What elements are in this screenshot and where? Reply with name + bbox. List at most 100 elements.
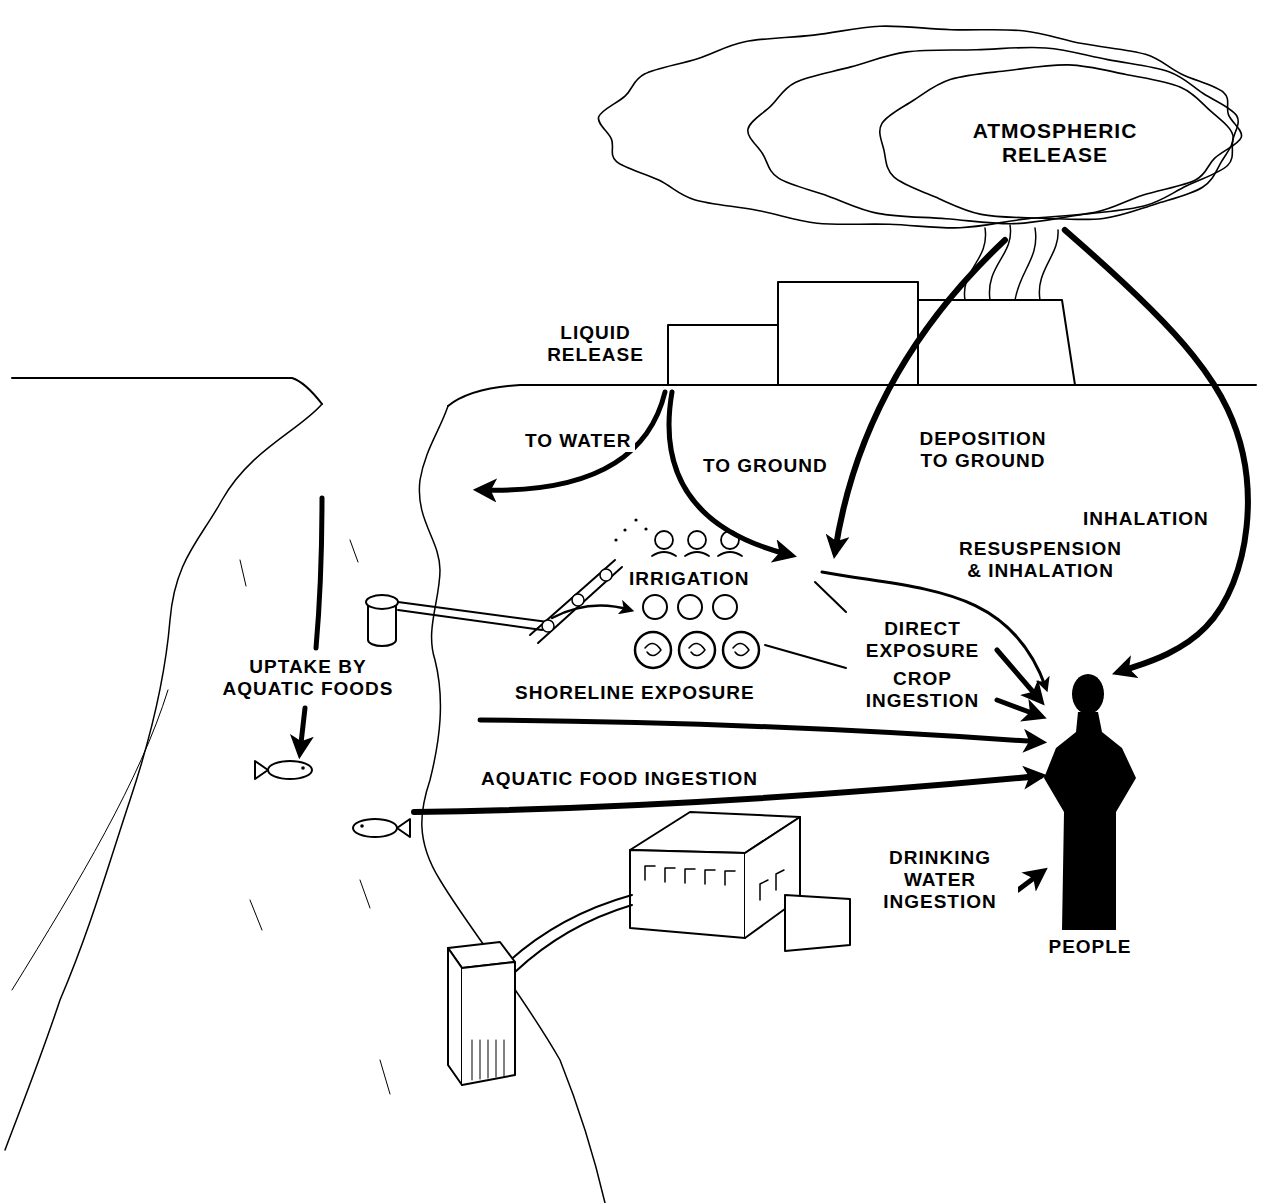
label-slot: DIRECT EXPOSURE bbox=[852, 618, 993, 662]
pathway-label: DRINKING WATER INGESTION bbox=[862, 847, 1018, 913]
shoreline-arrow bbox=[480, 720, 1040, 742]
label-slot: LIQUID RELEASE bbox=[530, 322, 661, 366]
worker-figure bbox=[688, 531, 706, 549]
fish-eye bbox=[360, 824, 364, 828]
water-ripple bbox=[350, 540, 358, 562]
label-slot: IRRIGATION bbox=[626, 568, 752, 590]
pathway-label: TO GROUND bbox=[700, 455, 831, 477]
fish bbox=[268, 761, 312, 779]
water-ripple bbox=[380, 1060, 390, 1094]
water-intake bbox=[448, 948, 462, 1085]
label-slot: SHORELINE EXPOSURE bbox=[512, 682, 758, 704]
cloud-outline bbox=[748, 47, 1238, 223]
label-slot: INHALATION bbox=[1080, 508, 1212, 530]
label-slot: AQUATIC FOOD INGESTION bbox=[478, 768, 761, 790]
treatment-plant bbox=[630, 850, 745, 938]
pathway-label: DEPOSITION TO GROUND bbox=[905, 428, 1061, 472]
horizon-line bbox=[12, 378, 322, 404]
label-slot: TO GROUND bbox=[700, 455, 831, 477]
release-cloud: ATMOSPHERIC RELEASE bbox=[575, 15, 1260, 230]
irrigation-arrow bbox=[552, 606, 630, 619]
edge-label: INHALATION bbox=[1080, 508, 1212, 530]
plant-building bbox=[668, 282, 1075, 385]
spray-drop bbox=[634, 518, 637, 521]
river-bank bbox=[5, 404, 322, 1150]
intake-grille bbox=[472, 1040, 504, 1080]
pathway-label: AQUATIC FOOD INGESTION bbox=[478, 768, 761, 790]
crop-head bbox=[713, 595, 737, 619]
crop-leaf bbox=[645, 643, 749, 655]
pathway-label: CROP INGESTION bbox=[852, 668, 993, 712]
worker-shoulders bbox=[652, 552, 742, 556]
person-body bbox=[1044, 712, 1136, 930]
crop-head bbox=[679, 632, 715, 668]
water-ripple bbox=[250, 900, 262, 930]
sprinkler-line bbox=[530, 560, 622, 643]
pathway-label: LIQUID RELEASE bbox=[530, 322, 661, 366]
crop-head bbox=[723, 632, 759, 668]
intake-pipe bbox=[508, 895, 632, 972]
to-water-arrow bbox=[480, 392, 665, 490]
person-shape bbox=[1042, 672, 1138, 958]
pathway-label: RESUSPENSION & INHALATION bbox=[950, 538, 1131, 582]
cloud-shape bbox=[575, 15, 1260, 230]
ground-line bbox=[12, 690, 168, 990]
label-slot: DEPOSITION TO GROUND bbox=[905, 428, 1061, 472]
spray-drop bbox=[644, 527, 647, 530]
sprinkler-head bbox=[542, 620, 554, 632]
pathway-label: UPTAKE BY AQUATIC FOODS bbox=[205, 656, 411, 700]
sprinkler-head bbox=[572, 594, 584, 606]
crop-head bbox=[678, 595, 702, 619]
plant-vents bbox=[760, 870, 784, 900]
drinking-water-arrow bbox=[1018, 872, 1042, 890]
cloud-outline bbox=[598, 26, 1241, 228]
horizon-line bbox=[448, 385, 1256, 406]
node-text: ATMOSPHERIC RELEASE bbox=[973, 119, 1138, 167]
fish-tail bbox=[255, 761, 268, 779]
label-slot: TO WATER bbox=[522, 430, 635, 452]
crop-head bbox=[643, 595, 667, 619]
fish-eye bbox=[301, 766, 305, 770]
fish bbox=[353, 819, 397, 837]
plume-wisp bbox=[1039, 230, 1058, 300]
direct-exposure-line bbox=[815, 582, 846, 612]
plume-wisp bbox=[989, 225, 1010, 300]
plume-wisp bbox=[1015, 228, 1036, 300]
water-ripple bbox=[240, 560, 246, 586]
treatment-plant bbox=[785, 895, 850, 951]
worker-figure bbox=[655, 531, 673, 549]
water-ripple bbox=[360, 880, 370, 908]
plant-vents bbox=[645, 866, 735, 885]
river-bank bbox=[419, 406, 605, 1203]
fish-tail bbox=[397, 819, 410, 837]
irrigation-pipe bbox=[398, 602, 548, 630]
pathway-arrow bbox=[1065, 230, 1248, 672]
pump-intake-top bbox=[366, 595, 398, 609]
spray-drop bbox=[614, 538, 617, 541]
cloud-outline bbox=[880, 65, 1233, 220]
node-text: PEOPLE bbox=[1048, 936, 1131, 958]
water-intake bbox=[462, 962, 515, 1085]
deposition-arrow bbox=[835, 240, 1005, 552]
pathway-label: TO WATER bbox=[522, 430, 635, 452]
uptake-arrow bbox=[316, 498, 322, 648]
crop-head bbox=[635, 632, 671, 668]
people-figure: PEOPLE bbox=[1042, 672, 1138, 958]
label-slot: RESUSPENSION & INHALATION bbox=[950, 538, 1131, 582]
uptake-arrow bbox=[300, 708, 305, 752]
crop-ingestion-line bbox=[765, 645, 846, 668]
person-head bbox=[1072, 674, 1104, 714]
pathway-label: SHORELINE EXPOSURE bbox=[512, 682, 758, 704]
label-slot: CROP INGESTION bbox=[852, 668, 993, 712]
pathway-label: IRRIGATION bbox=[626, 568, 752, 590]
sprinkler-head bbox=[600, 569, 612, 581]
crop-ingestion-arrow bbox=[997, 700, 1040, 716]
spray-drop bbox=[623, 528, 626, 531]
direct-exposure-arrow bbox=[997, 650, 1040, 700]
label-slot: DRINKING WATER INGESTION bbox=[862, 847, 1018, 913]
pathway-label: DIRECT EXPOSURE bbox=[852, 618, 993, 662]
